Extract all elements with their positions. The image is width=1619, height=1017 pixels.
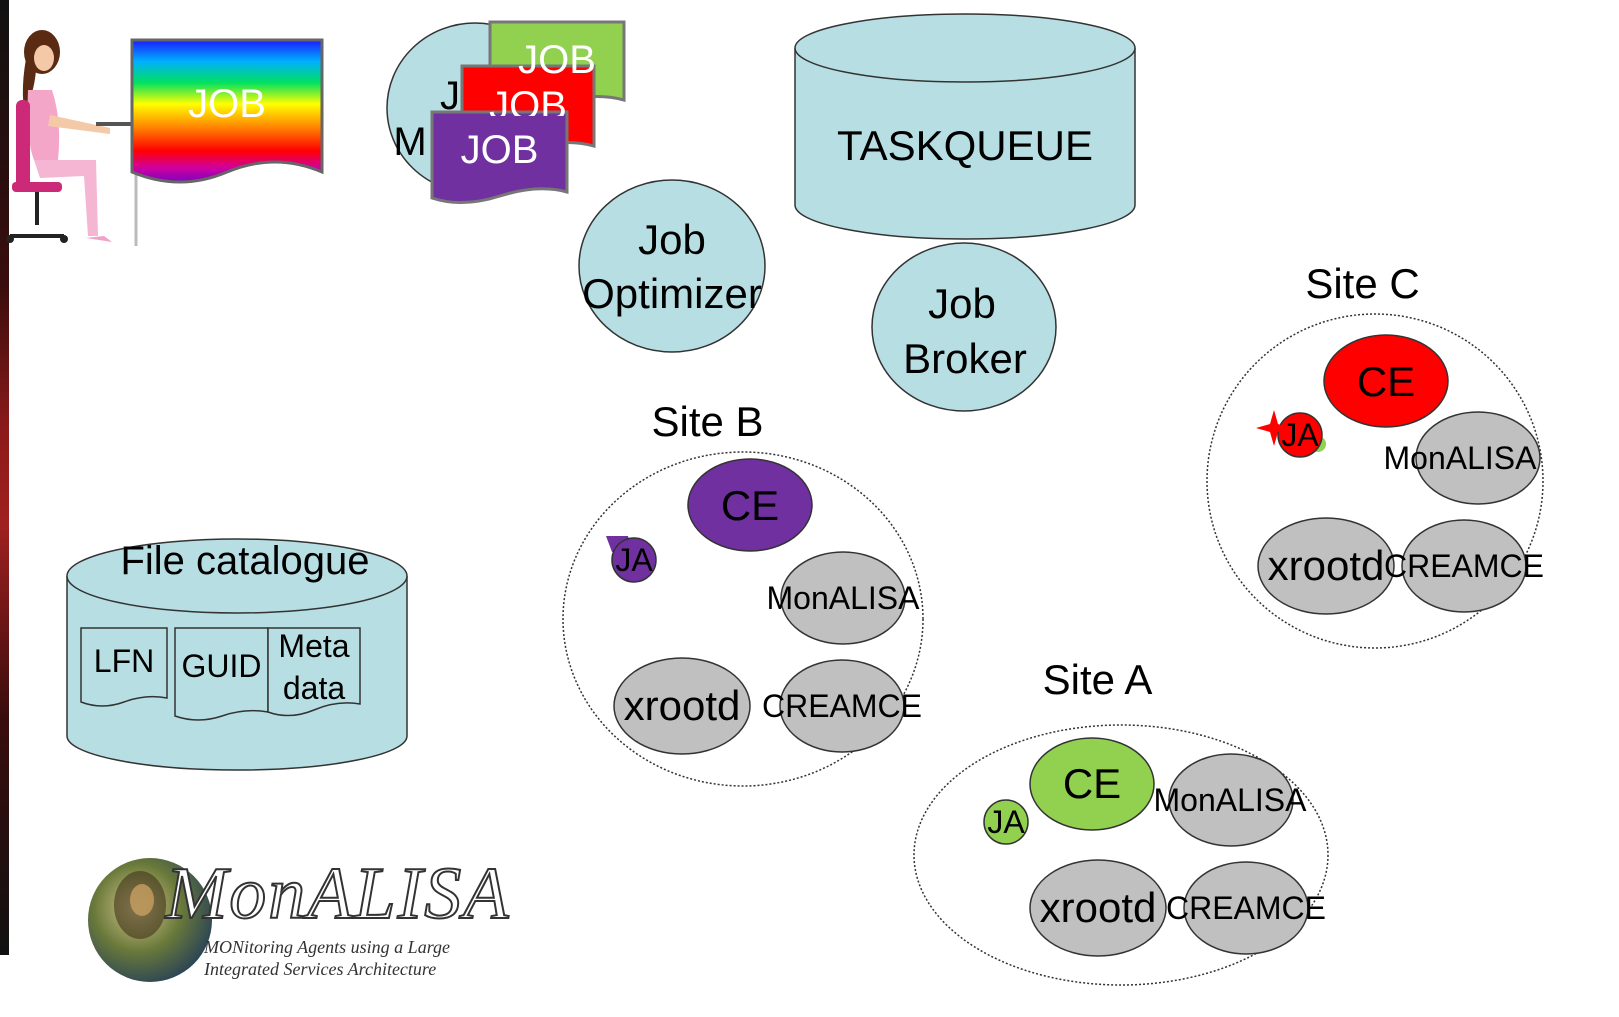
site-a-ce: CE xyxy=(1062,760,1122,807)
slide-edge-bar xyxy=(0,0,9,955)
site-c-xrootd: xrootd xyxy=(1267,542,1385,589)
job-optimizer-line1: Job xyxy=(638,216,706,263)
monalisa-logo-icon xyxy=(88,858,212,982)
job-manager-label-line1: J xyxy=(440,74,460,118)
monalisa-tagline-1: MONitoring Agents using a Large xyxy=(204,937,451,957)
site-b-ce: CE xyxy=(720,482,780,529)
site-b-xrootd: xrootd xyxy=(623,682,741,729)
site-a-xrootd: xrootd xyxy=(1039,884,1157,931)
job-broker-line1: Job xyxy=(928,280,996,327)
site-c-monalisa: MonALISA xyxy=(1383,440,1537,476)
doc-lfn: LFN xyxy=(93,643,155,679)
job-card-green: JOB xyxy=(518,38,596,74)
site-b-ja: JA xyxy=(615,542,653,578)
job-card-red: JOB xyxy=(489,84,567,116)
site-a-ja: JA xyxy=(987,804,1025,840)
doc-guid: GUID xyxy=(181,648,262,684)
file-catalogue-title: File catalogue xyxy=(120,539,370,583)
site-b-creamce: CREAMCE xyxy=(761,688,922,724)
taskqueue-label: TASKQUEUE xyxy=(837,122,1093,169)
site-c-title: Site C xyxy=(1305,260,1420,307)
site-b-monalisa: MonALISA xyxy=(766,580,920,616)
user-at-computer-icon xyxy=(6,30,138,246)
site-a-title: Site A xyxy=(1042,656,1153,703)
site-a-creamce: CREAMCE xyxy=(1165,890,1326,926)
site-b-title: Site B xyxy=(651,398,764,445)
monalisa-tagline-2: Integrated Services Architecture xyxy=(204,959,437,979)
job-card-purple: JOB xyxy=(460,128,539,172)
job-document-icon xyxy=(130,38,324,184)
monalisa-logo-title: MonALISA xyxy=(165,852,511,936)
site-c-ja: JA xyxy=(1281,417,1319,453)
site-c-creamce: CREAMCE xyxy=(1383,548,1544,584)
job-optimizer-line2: Optimizer xyxy=(582,270,762,317)
site-c-ce: CE xyxy=(1356,358,1416,405)
sparkle-icon xyxy=(1256,410,1290,446)
site-a-monalisa: MonALISA xyxy=(1153,782,1307,818)
job-broker-line2: Broker xyxy=(903,335,1027,382)
submit-job-label: JOB xyxy=(188,82,266,126)
doc-meta-line2: data xyxy=(282,670,346,706)
job-manager-label-line2: M xyxy=(393,120,427,164)
doc-meta-line1: Meta xyxy=(278,628,350,664)
